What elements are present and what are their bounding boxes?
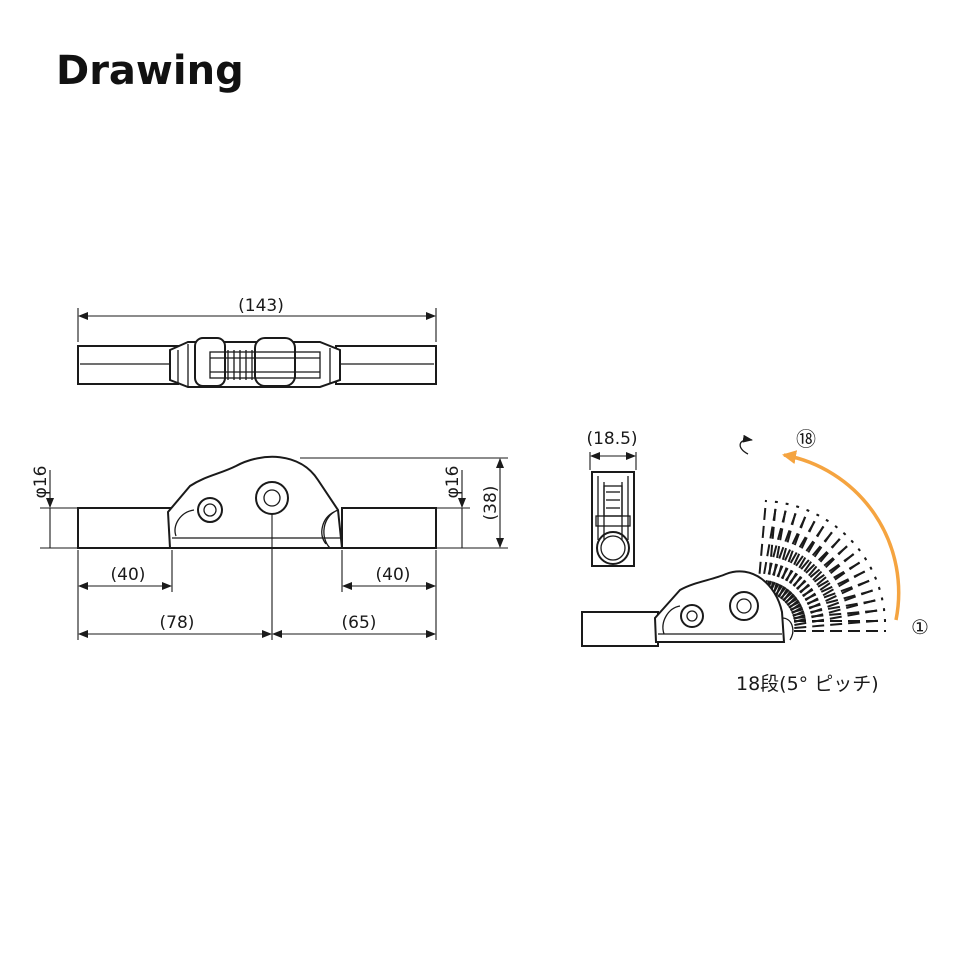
dim-diameter-right: φ16 xyxy=(443,466,463,499)
arm-position-3 xyxy=(794,608,886,626)
adjustment-view: ① ⑱ 18段(5° ピッチ) xyxy=(581,427,929,695)
side-view: φ16 φ16 (38) (40) (40) (78) (65) xyxy=(31,455,508,640)
dim-overall-length: (143) xyxy=(238,296,284,316)
dim-right-tube: (40) xyxy=(376,565,411,585)
arm-position-4 xyxy=(793,597,884,623)
arm-position-16 xyxy=(772,505,799,595)
arm-position-6 xyxy=(792,576,877,618)
start-position-label: ① xyxy=(911,615,929,639)
page-title: Drawing xyxy=(56,48,244,94)
arm-position-18 xyxy=(757,499,767,592)
arm-position-11 xyxy=(784,532,846,604)
arm-position-10 xyxy=(786,539,854,607)
spring-coil xyxy=(227,350,253,380)
end-position-label: ⑱ xyxy=(796,427,816,451)
arm-position-8 xyxy=(790,556,867,612)
arm-position-14 xyxy=(777,513,819,598)
arm-position-12 xyxy=(782,525,838,602)
rotation-arrow xyxy=(782,450,901,621)
arm-position-13 xyxy=(780,518,829,600)
dim-left-tube: (40) xyxy=(111,565,146,585)
arm-position-2 xyxy=(794,619,887,629)
arm-position-5 xyxy=(793,586,881,621)
end-view: (18.5) xyxy=(586,429,638,567)
dim-height: (38) xyxy=(481,486,501,521)
arm-position-9 xyxy=(788,548,861,609)
arm-position-17 xyxy=(769,502,788,594)
arm-position-18 xyxy=(766,500,777,593)
dim-width: (18.5) xyxy=(586,429,637,449)
dim-pivot-to-right: (65) xyxy=(342,613,377,633)
angle-positions xyxy=(757,499,887,632)
arm-position-15 xyxy=(775,508,809,597)
dim-diameter-left: φ16 xyxy=(31,466,51,499)
dim-left-to-pivot: (78) xyxy=(160,613,195,633)
top-view: (143) xyxy=(77,296,437,388)
arm-position-7 xyxy=(791,566,873,615)
steps-note: 18段(5° ピッチ) xyxy=(736,673,879,695)
